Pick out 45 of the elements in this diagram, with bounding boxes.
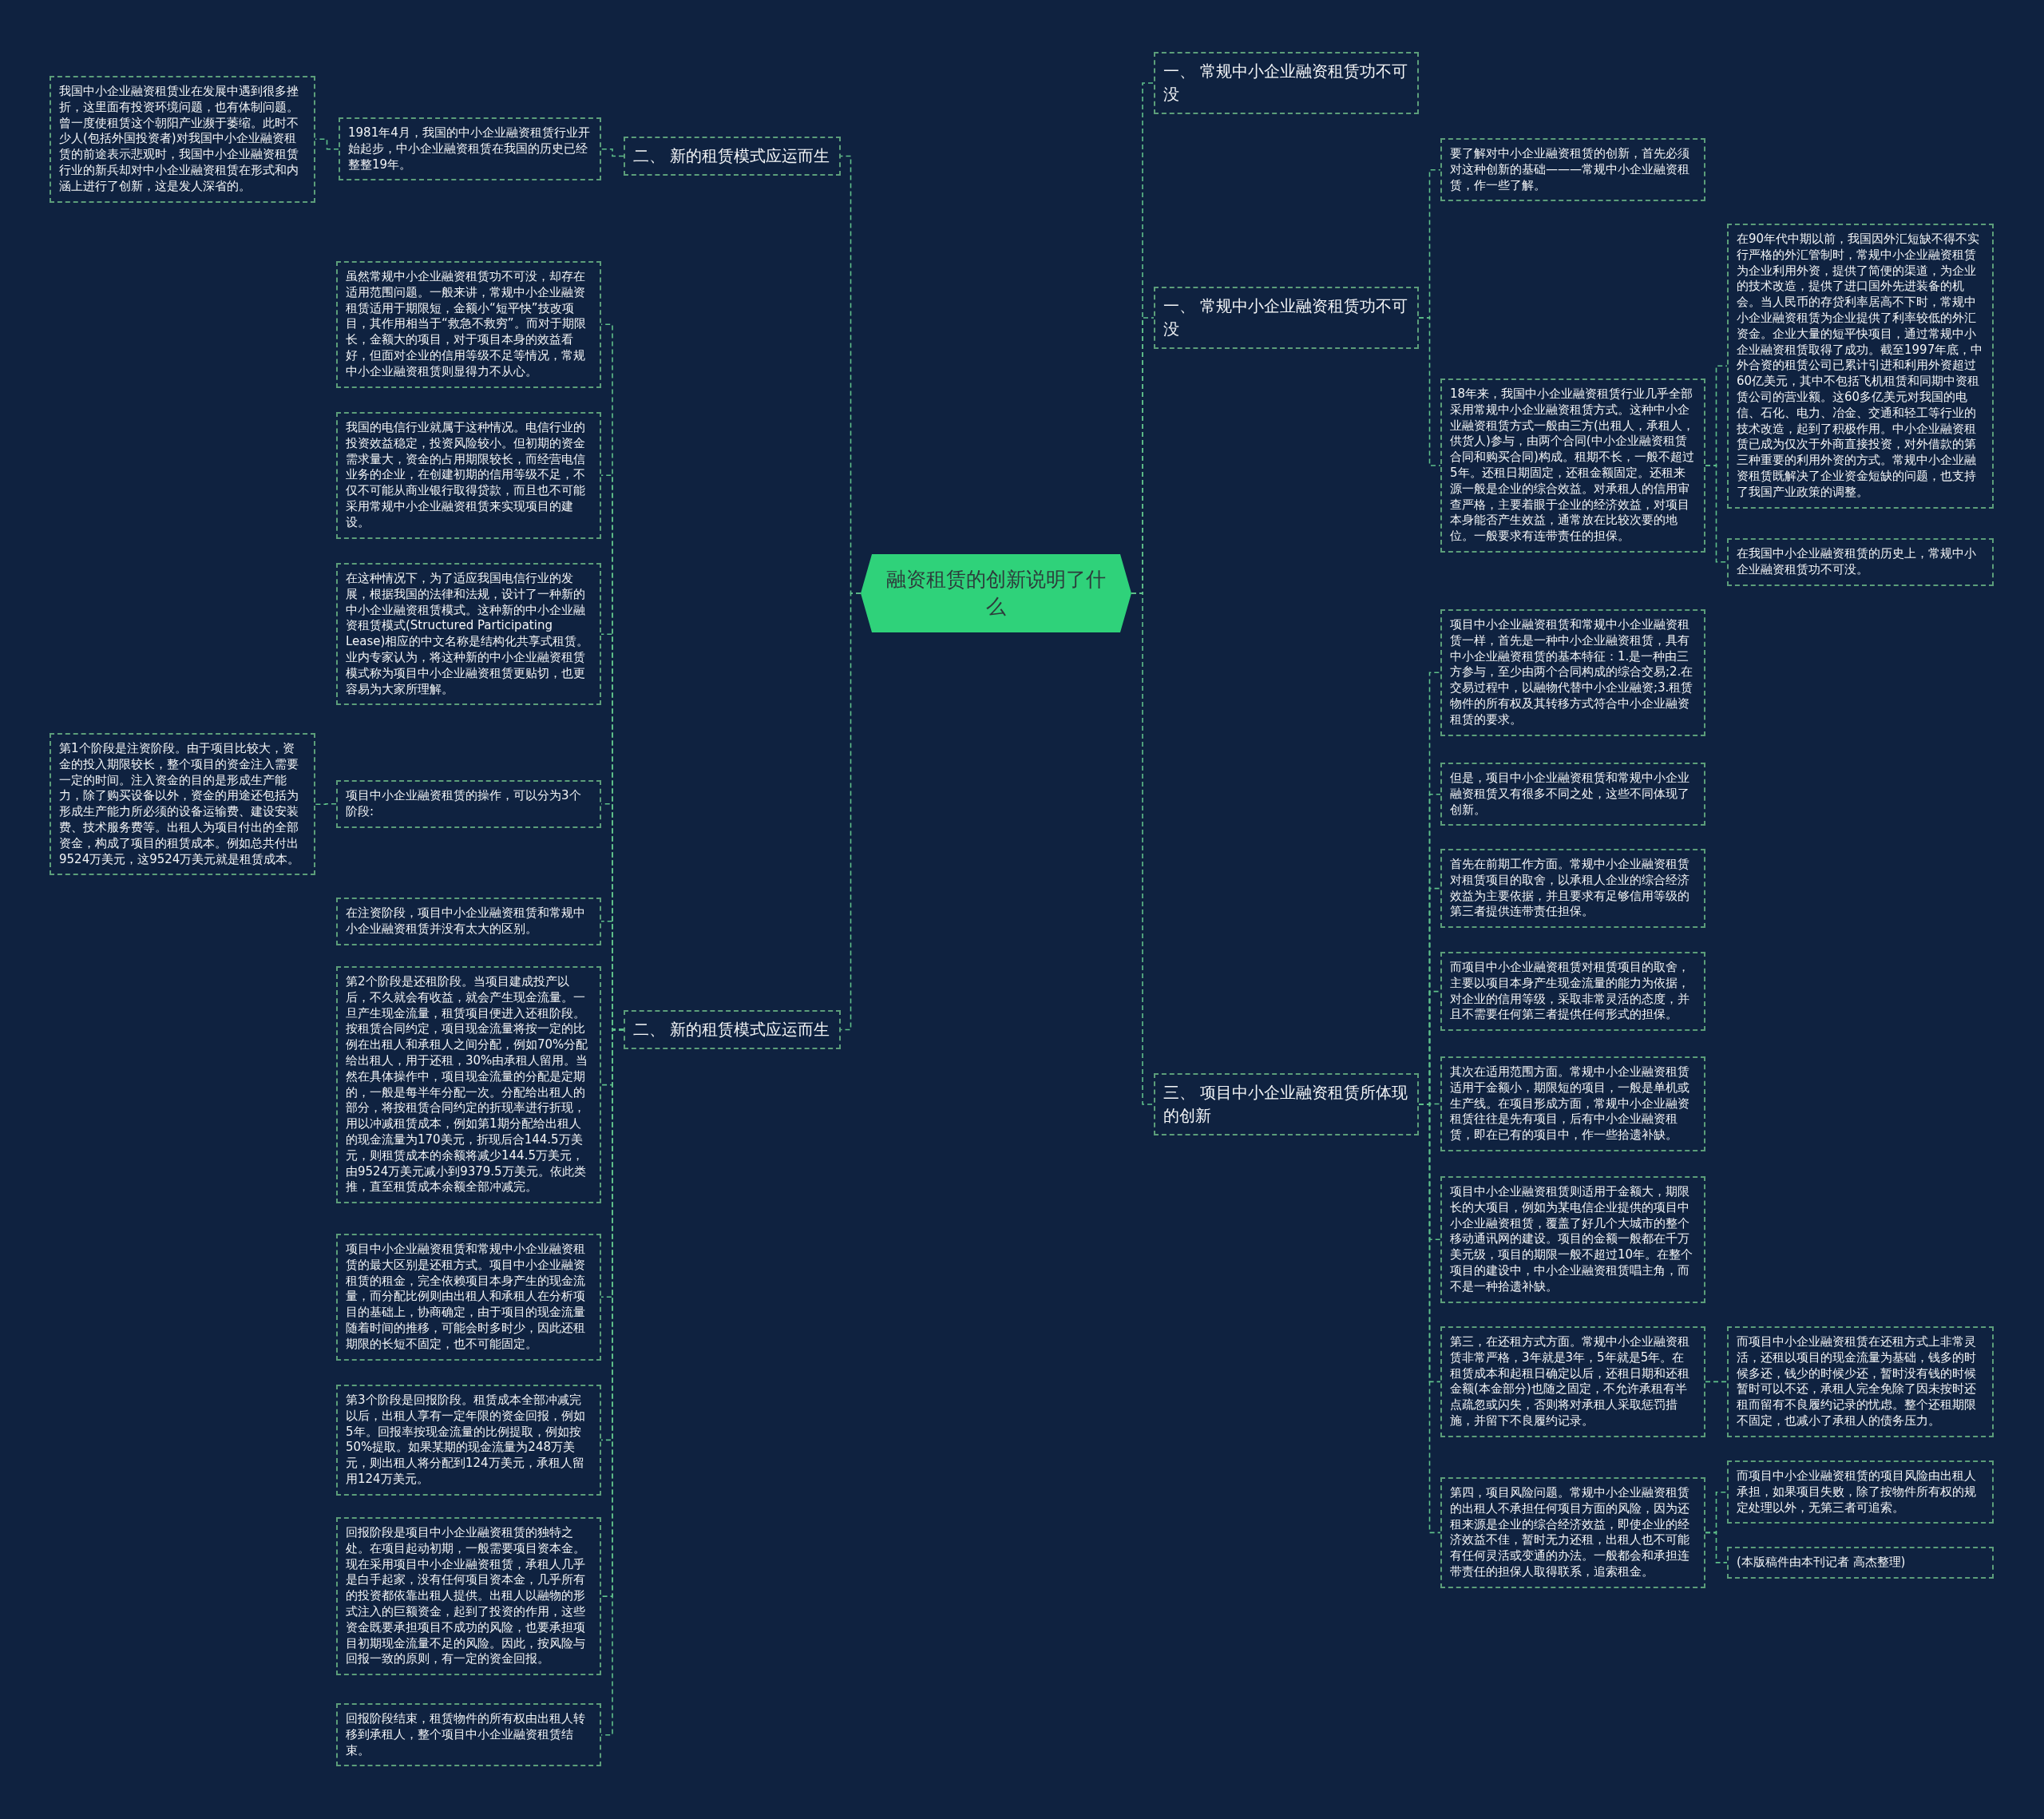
branch-topic: 二、 新的租赁模式应运而生 bbox=[624, 137, 841, 176]
connector-line bbox=[315, 138, 339, 150]
note-box: 回报阶段是项目中小企业融资租赁的独特之处。在项目起动初期，一般需要项目资本金。现在采用项目中小企业融资租赁，承租人几乎是白手起家，没有任何项目资本金，几乎所有的投资都依靠出租人提供。出租人以融物的形式注入的巨额资金，起到了投资的作用，这些资金既要承担项目不成功的风险，也要承担项目初期现金流量不足的风险。因此，按风险与回报一致的原则，有一定的资金回报。 bbox=[336, 1517, 601, 1676]
note-box: 项目中小企业融资租赁和常规中小企业融资租赁一样，首先是一种中小企业融资租赁，具有中小企业融资租赁的基本特征：1.是一种由三方参与，至少由两个合同构成的综合交易;2.在交易过程中，以融物代替中小企业融资;3.租赁物件的所有权及其转移方式符合中小企业融资租赁的要求。 bbox=[1440, 609, 1705, 736]
connector-line bbox=[1418, 1104, 1441, 1534]
note-box: 18年来，我国中小企业融资租赁行业几乎全部采用常规中小企业融资租赁方式。这种中小企业融资租赁方式一般由三方(出租人，承租人，供货人)参与，由两个合同(中小企业融资租赁合同和购买合同)构成。租期不长，一般不超过5年。还租日期固定，还租金额固定。还租来源一般是企业的综合效益。对承租人的信用审查严格，主要着眼于企业的经济效益，对项目本身能否产生效益，通常放在比较次要的地位。一般要求有连带责任的担保。 bbox=[1440, 378, 1705, 553]
note-box: 而项目中小企业融资租赁的项目风险由出租人承担，如果项目失败，除了按物件所有权的规定处理以外，无第三者可追索。 bbox=[1727, 1460, 1994, 1524]
connector-line bbox=[1705, 465, 1728, 563]
connector-line bbox=[1705, 1381, 1728, 1383]
branch-topic: 一、 常规中小企业融资租赁功不可没 bbox=[1154, 287, 1419, 349]
note-box: (本版稿件由本刊记者 高杰整理) bbox=[1727, 1547, 1994, 1579]
note-box: 第三，在还租方式方面。常规中小企业融资租赁非常严格，3年就是3年，5年就是5年。在租赁成本和起租日确定以后，还租日期和还租金额(本金部分)也随之固定，不允许承租有半点疏忽或闪失，否则将对承租人采取惩罚措施，并留下不良履约记录。 bbox=[1440, 1326, 1705, 1437]
branch-topic: 一、 常规中小企业融资租赁功不可没 bbox=[1154, 52, 1419, 114]
connector-line bbox=[840, 592, 862, 1031]
note-box: 其次在适用范围方面。常规中小企业融资租赁适用于金额小，期限短的项目，一般是单机或生产线。在项目形成方面，常规中小企业融资租赁往往是先有项目，后有中小企业融资租赁，即在已有的项目中，作一些拾遗补缺。 bbox=[1440, 1056, 1705, 1151]
note-box: 虽然常规中小企业融资租赁功不可没，却存在适用范围问题。一般来讲，常规中小企业融资租赁适用于期限短，金额小“短平快”技改项目，其作用相当于“救急不救穷”。而对于期限长，金额大的项目，对于项目本身的效益看好，但面对企业的信用等级不足等情况，常规中小企业融资租赁则显得力不从心。 bbox=[336, 261, 601, 388]
connector-line bbox=[1131, 592, 1155, 1105]
note-box: 项目中小企业融资租赁和常规中小企业融资租赁的最大区别是还租方式。项目中小企业融资租赁的租金，完全依赖项目本身产生的现金流量，而分配比例则由出租人和承租人在分析项目的基础上，协商确定，由于项目的现金流量随着时间的推移，可能会时多时少，因此还租期限的长短不固定，也不可能固定。 bbox=[336, 1234, 601, 1361]
connector-line bbox=[600, 148, 624, 157]
note-box: 而项目中小企业融资租赁对租赁项目的取舍，主要以项目本身产生现金流量的能力为依据，对企业的信用等级，采取非常灵活的态度，并且不需要任何第三者提供任何形式的担保。 bbox=[1440, 952, 1705, 1032]
note-box: 在这种情况下，为了适应我国电信行业的发展，根据我国的法律和法规，设计了一种新的中小企业融资租赁模式。这种新的中小企业融资租赁模式(Structured Participating Lease)相应的中文名称是结构化共享式租赁。业内专家认为，将这种新的中小企业融资租赁模式称为项目中小企业融资租赁更贴切，也更容易为大家所理解。 bbox=[336, 563, 601, 706]
note-box: 第1个阶段是注资阶段。由于项目比较大，资金的投入期限较长，整个项目的资金注入需要一定的时间。注入资金的目的是形成生产能力，除了购买设备以外，资金的用途还包括为形成生产能力所必须的设备运输费、建设安装费、技术服务费等。出租人为项目付出的全部资金，构成了项目的租赁成本。例如总共付出9524万美元，这9524万美元就是租赁成本。 bbox=[50, 733, 315, 876]
branch-topic: 三、 项目中小企业融资租赁所体现的创新 bbox=[1154, 1073, 1419, 1135]
connector-line bbox=[600, 1028, 624, 1736]
connector-line bbox=[1705, 1532, 1728, 1563]
note-box: 但是，项目中小企业融资租赁和常规中小企业融资租赁又有很多不同之处，这些不同体现了创新。 bbox=[1440, 763, 1705, 826]
note-box: 在我国中小企业融资租赁的历史上，常规中小企业融资租赁功不可没。 bbox=[1727, 538, 1994, 586]
note-box: 在90年代中期以前，我国因外汇短缺不得不实行严格的外汇管制时，常规中小企业融资租赁为企业利用外资，提供了简便的渠道，为企业的技术改造，提供了进口国外先进装备的机会。当人民币的存贷利率居高不下时，常规中小企业融资租赁为企业提供了利率较低的外汇资金。企业大量的短平快项目，通过常规中小企业融资租赁取得了成功。截至1997年底，中外合资的租赁公司已累计引进和利用外资超过60亿美元，其中不包括飞机租赁和同期中资租赁公司的营业额。这60多亿美元对我国的电信、石化、电力、冶金、交通和轻工等行业的技术改造，起到了积极作用。中小企业融资租赁已成为仅次于外商直接投资，对外借款的第三种重要的利用外资的方式。常规中小企业融资租赁既解决了企业资金短缺的问题，也支持了我国产业政策的调整。 bbox=[1727, 224, 1994, 509]
note-box: 首先在前期工作方面。常规中小企业融资租赁对租赁项目的取舍，以承租人企业的综合经济效益为主要依据，并且要求有足够信用等级的第三者提供连带责任担保。 bbox=[1440, 849, 1705, 929]
note-box: 项目中小企业融资租赁则适用于金额大，期限长的大项目，例如为某电信企业提供的项目中小企业融资租赁，覆盖了好几个大城市的整个移动通讯网的建设。项目的金额一般都在千万美元级，项目的期限一般不超过10年。在整个项目的建设中，中小企业融资租赁唱主角，而不是一种拾遗补缺。 bbox=[1440, 1176, 1705, 1303]
note-box: 项目中小企业融资租赁的操作，可以分为3个阶段: bbox=[336, 780, 601, 828]
connector-line bbox=[1418, 317, 1441, 466]
branch-topic: 二、 新的租赁模式应运而生 bbox=[624, 1010, 841, 1049]
note-box: 我国中小企业融资租赁业在发展中遇到很多挫折，这里面有投资环境问题，也有体制问题。曾一度使租赁这个朝阳产业濒于萎缩。此时不少人(包括外国投资者)对我国中小企业融资租赁的前途表示悲观时，我国中小企业融资租赁行业的新兵却对中小企业融资租赁在形式和内涵上进行了创新，这是发人深省的。 bbox=[50, 76, 315, 203]
note-box: 而项目中小企业融资租赁在还租方式上非常灵活，还租以项目的现金流量为基础，钱多的时候多还，钱少的时候少还，暂时没有钱的时候暂时可以不还，承租人完全免除了因未按时还租而留有不良履约记录的忧虑。整个还租期限不固定，也减小了承租人的债务压力。 bbox=[1727, 1326, 1994, 1437]
note-box: 回报阶段结束，租赁物件的所有权由出租人转移到承租人，整个项目中小企业融资租赁结束。 bbox=[336, 1703, 601, 1767]
note-box: 1981年4月，我国的中小企业融资租赁行业开始起步，中小企业融资租赁在我国的历史已经整整19年。 bbox=[339, 117, 601, 181]
note-box: 在注资阶段，项目中小企业融资租赁和常规中小企业融资租赁并没有太大的区别。 bbox=[336, 898, 601, 945]
note-box: 第3个阶段是回报阶段。租赁成本全部冲减完以后，出租人享有一定年限的资金回报，例如5年。回报率按现金流量的比例提取，例如按50%提取。如果某期的现金流量为248万美元，则出租人将分配到124万美元，承租人留用124万美元。 bbox=[336, 1385, 601, 1496]
connector-line bbox=[315, 803, 337, 805]
note-box: 我国的电信行业就属于这种情况。电信行业的投资效益稳定，投资风险较小。但初期的资金需求量大，资金的占用期限较长，而经营电信业务的企业，在创建初期的信用等级不足，不仅不可能从商业银行取得贷款，而且也不可能采用常规中小企业融资租赁来实现项目的建设。 bbox=[336, 412, 601, 539]
note-box: 第四，项目风险问题。常规中小企业融资租赁的出租人不承担任何项目方面的风险，因为还租来源是企业的综合经济效益，即使企业的经济效益不佳，暂时无力还租，出租人也不可能有任何灵活或变通的办法。一般都会和承担连带责任的担保人取得联系，追索租金。 bbox=[1440, 1477, 1705, 1588]
note-box: 要了解对中小企业融资租赁的创新，首先必须对这种创新的基础———常规中小企业融资租赁，作一些了解。 bbox=[1440, 138, 1705, 202]
note-box: 第2个阶段是还租阶段。当项目建成投产以后，不久就会有收益，就会产生现金流量。一旦产生现金流量，租赁项目便进入还租阶段。按租赁合同约定，项目现金流量将按一定的比例在出租人和承租人之间分配，例如70%分配给出租人，用于还租，30%由承租人留用。当然在具体操作中，项目现金流量的分配是定期的，一般是每半年分配一次。分配给出租人的部分，将按租赁合同约定的折现率进行折现，用以冲减租赁成本，例如第1期分配给出租人的现金流量为170美元，折现后合144.5万美元，则租赁成本的余额将减少144.5万美元，由9524万美元减小到9379.5万美元。依此类推，直至租赁成本余额全部冲减完。 bbox=[336, 966, 601, 1204]
central-topic: 融资租赁的创新说明了什么 bbox=[861, 554, 1131, 632]
